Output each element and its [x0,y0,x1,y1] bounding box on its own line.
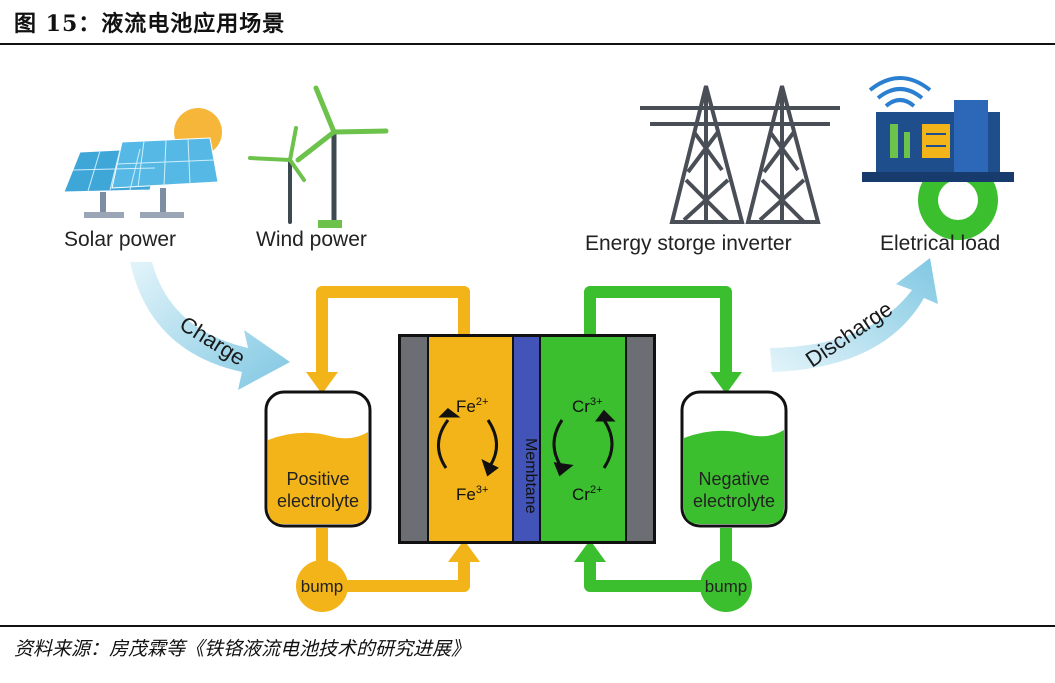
source-note: 资料来源：房茂霖等《铁铬液流电池技术的研究进展》 [14,638,471,660]
solar-power-label: Solar power [64,228,176,251]
figure-title: 图 15：液流电池应用场景 [14,11,286,37]
inverter-label: Energy storge inverter [585,232,792,255]
negative-pipe-arrowhead [710,372,742,394]
electrical-load-icon [862,76,1014,240]
right-electrode [627,337,653,541]
left-electrode [401,337,427,541]
negative-return-arrowhead [574,540,606,562]
cr2-ion-label: Cr2+ [572,484,603,504]
top-rule [0,43,1055,45]
fe3-ion-label: Fe3+ [456,484,488,504]
positive-half-cell [429,337,512,541]
wind-turbine-icon [248,85,389,228]
charge-arrow: Charge [130,262,290,390]
cr3-ion-label: Cr3+ [572,396,603,416]
right-pump-label: bump [705,577,748,596]
positive-pipe-arrowhead [306,372,338,394]
electrical-load-label: Eletrical load [880,232,1000,255]
membrane-label: Membtane [522,438,539,514]
membrane [514,337,539,541]
positive-tank-label-line1: Positive [286,469,349,489]
discharge-arrow: Discharge [770,258,938,372]
right-pump [700,560,752,612]
transmission-tower-icon [640,85,840,224]
negative-tank-label-line2: electrolyte [693,491,775,511]
positive-electrolyte-tank [264,390,372,528]
negative-electrolyte-tank [680,390,788,528]
wind-power-label: Wind power [256,228,367,251]
negative-pipe [584,286,732,592]
positive-pipe [316,286,470,592]
solar-panel-icon [63,108,222,218]
left-pump [296,560,348,612]
left-pump-label: bump [301,577,344,596]
fe2-ion-label: Fe2+ [456,396,488,416]
positive-return-arrowhead [448,540,480,562]
redox-arrows [437,408,616,477]
positive-tank-label-line2: electrolyte [277,491,359,511]
bottom-rule [0,625,1055,627]
negative-tank-label-line1: Negative [698,469,769,489]
